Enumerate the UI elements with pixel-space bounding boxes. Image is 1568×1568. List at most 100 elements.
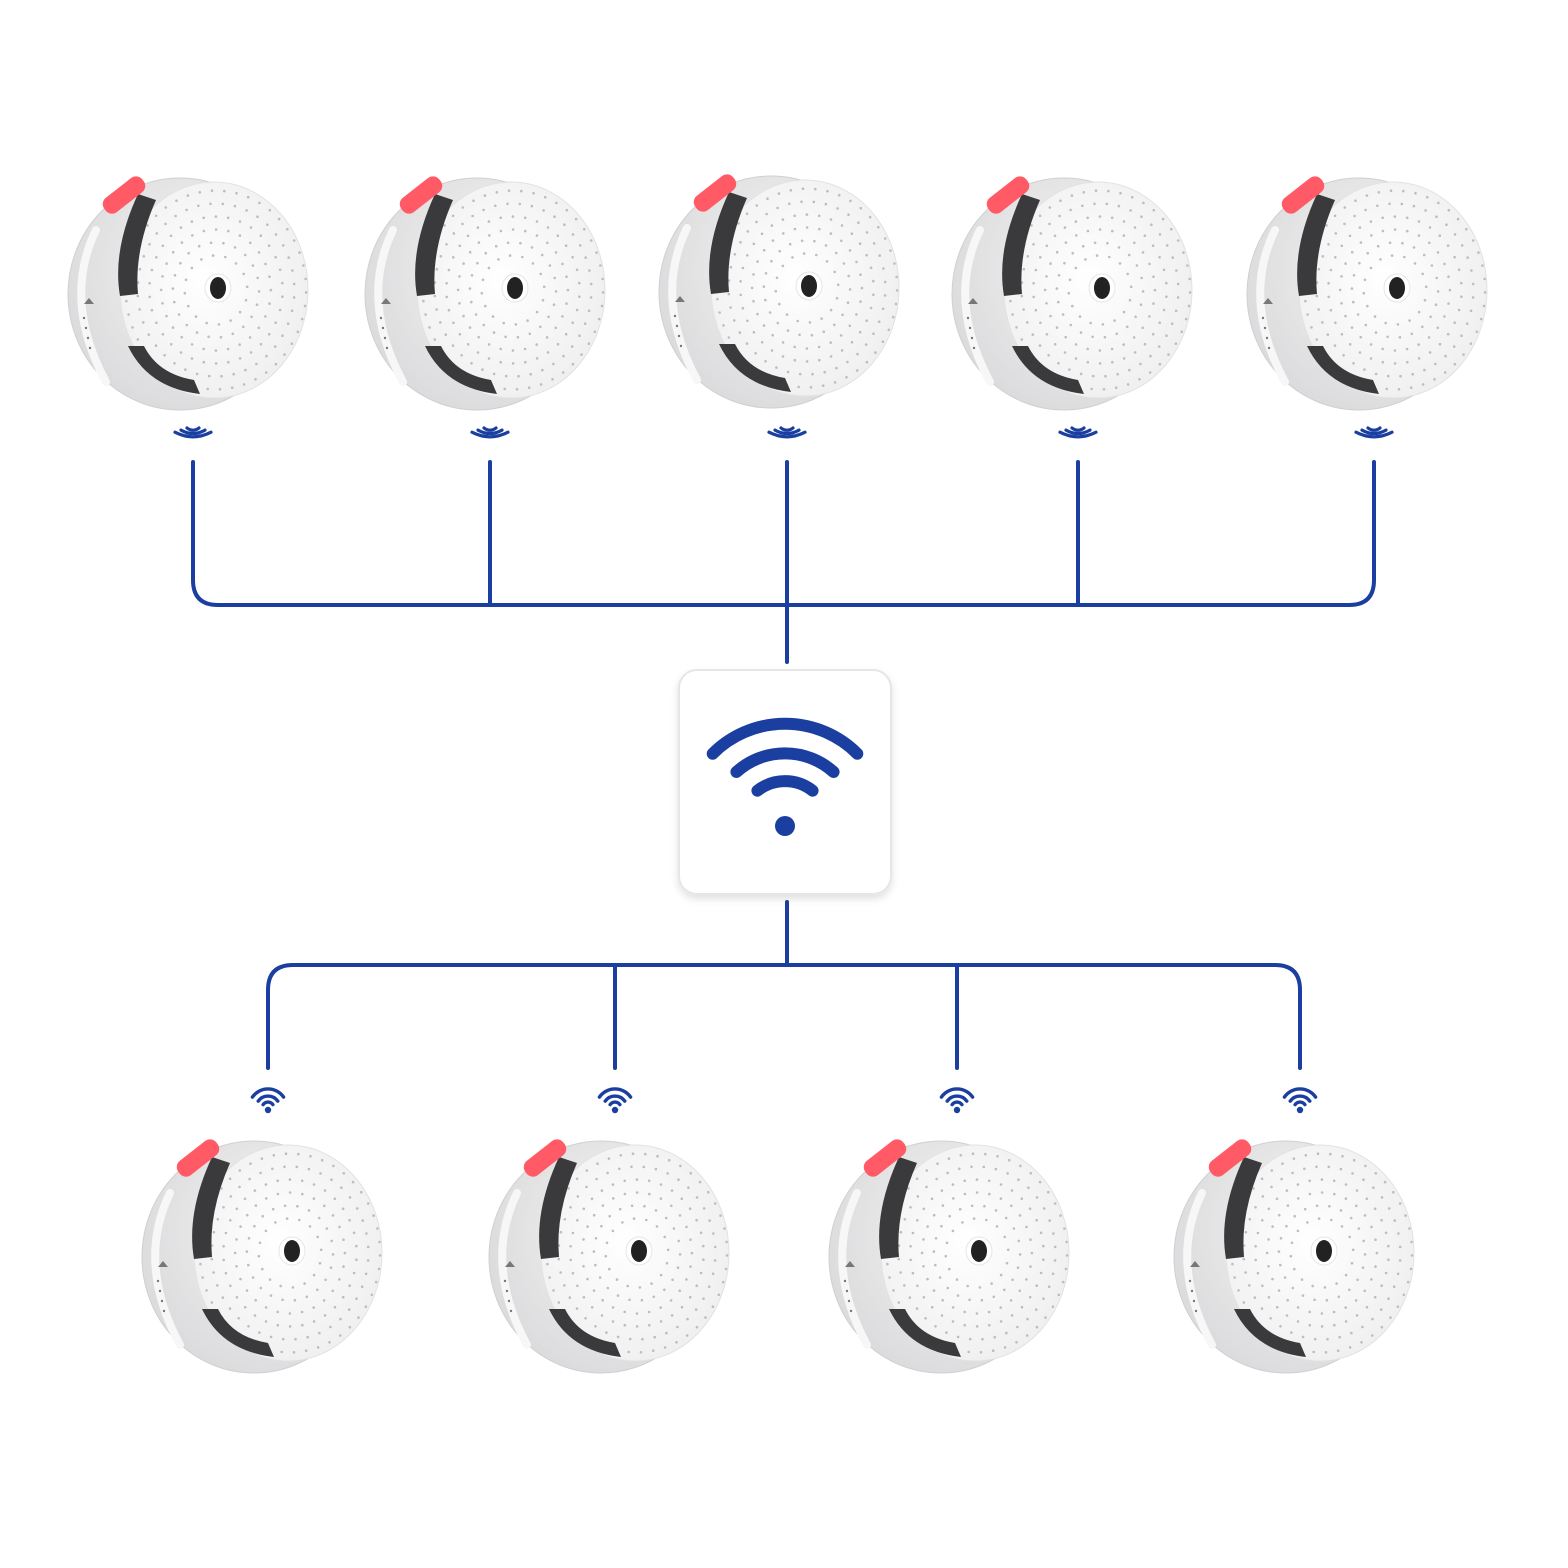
detector-marking [505,1261,515,1267]
smoke-detector-icon [1173,1139,1415,1374]
detector-marking [381,298,391,304]
detector-marking [379,316,383,320]
detector-marking [381,326,385,330]
signal-wave-arc [1366,426,1382,432]
detector-marking [675,296,685,302]
detector-marking [1188,1279,1192,1283]
detector-marking [677,334,681,338]
detector-indicator-light [693,174,737,212]
detector-vent-upper [1297,194,1335,296]
detector-sensor [801,275,817,297]
detector-marking [968,326,972,330]
wifi-arc [751,775,819,797]
detector-marking [843,1279,847,1283]
detector-indicator-light [523,1139,567,1177]
detector-marking [509,1309,513,1313]
detector-marking [1194,1309,1198,1313]
detector-vent-lower [1307,346,1379,394]
detector-marking [503,1279,507,1283]
detector-edge [961,226,994,386]
wifi-dot [953,1106,961,1114]
detector-edge [498,1189,531,1349]
detector-marking [1267,346,1271,350]
detector-marking [84,326,88,330]
detector-marking [847,1299,851,1303]
detector-marking [88,346,92,350]
wifi-arc [1282,1087,1318,1099]
wifi-icon [250,1087,286,1114]
detector-sensor [284,1240,300,1262]
wifi-icon [1282,1087,1318,1114]
detector-edge [1256,226,1289,386]
smoke-detector-icon [67,176,309,411]
detector-edge [77,226,110,386]
signal-wave-arc [482,426,498,432]
detector-indicator-light [986,176,1030,214]
wifi-icon [597,1087,633,1114]
detector-vent-lower [1012,346,1084,394]
detector-edge [838,1189,871,1349]
detector-marking [673,314,677,318]
detector-vent-upper [1002,194,1040,296]
detector-perforations [421,189,605,391]
detector-marking [968,298,978,304]
detector-marking [162,1309,166,1313]
wifi-dot [264,1106,272,1114]
detector-indicator-light [176,1139,220,1177]
detector-marking [1192,1299,1196,1303]
detector-vent-lower [719,344,791,392]
signal-wave-arc [1058,430,1098,439]
detector-sensor [631,1240,647,1262]
wifi-dot [611,1106,619,1114]
detector-marking [84,298,94,304]
detector-marking [156,1279,160,1283]
smoke-detector-icon [1246,176,1488,411]
detector-edge [1183,1189,1216,1349]
detector-vent-lower [889,1309,961,1357]
detector-marking [675,324,679,328]
smoke-detector-icon [364,176,606,411]
signal-wave-arc [1070,426,1086,432]
detector-perforations [545,1152,729,1354]
detector-edge [374,226,407,386]
wifi-arc [256,1094,280,1103]
detector-marking [845,1261,855,1267]
detector-marking [1263,326,1267,330]
signal-waves-icon [470,426,510,439]
detector-marking [160,1299,164,1303]
signal-wave-arc [767,430,807,439]
detector-perforations [1008,189,1192,391]
wifi-arc [608,1100,622,1107]
detector-edge [668,224,701,384]
detector-vent-lower [202,1309,274,1357]
detector-vent-lower [128,346,200,394]
detector-vent-upper [879,1157,917,1259]
wifi-arc [1288,1094,1312,1103]
signal-waves-icon [767,426,807,439]
signal-wave-arc [779,426,795,432]
detector-vent-upper [539,1157,577,1259]
detector-marking [1261,316,1265,320]
top-detector-row [67,174,1488,439]
detector-marking [158,1289,162,1293]
detector-marking [507,1299,511,1303]
smoke-detector-icon [488,1139,730,1374]
detector-vent-lower [549,1309,621,1357]
detector-vent-upper [1224,1157,1262,1259]
wifi-arc [1293,1100,1307,1107]
detector-marking [505,1289,509,1293]
signal-wave-arc [185,426,201,432]
detector-marking [82,316,86,320]
detector-marking [972,346,976,350]
signal-wave-arc [173,430,213,439]
wifi-arc [939,1087,975,1099]
wifi-arc [706,717,864,760]
detector-vent-upper [709,192,747,294]
detector-sensor [1094,277,1110,299]
signal-wave-arc [1360,428,1388,436]
detector-sensor [1316,1240,1332,1262]
detector-sensor [210,277,226,299]
signal-waves-icon [1354,426,1394,439]
detector-indicator-light [863,1139,907,1177]
